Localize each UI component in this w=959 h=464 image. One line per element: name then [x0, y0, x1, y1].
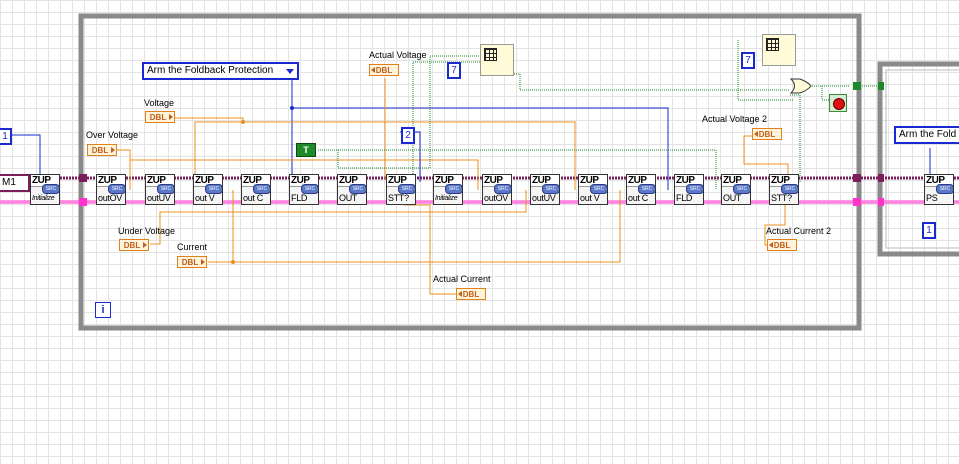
actual-voltage-2-indicator[interactable]: DBL	[752, 128, 782, 140]
foldback-enum-value: Arm the Foldback Protection	[147, 65, 274, 76]
array-icon	[484, 48, 497, 61]
subvi-name: outUV	[532, 193, 556, 203]
subvi-name: STT?	[771, 193, 792, 203]
subvi-tag: SRC	[445, 184, 462, 194]
foldback-enum-constant[interactable]: Arm the Foldback Protection	[142, 62, 299, 80]
under-voltage-control[interactable]: DBL	[119, 239, 149, 251]
subvi-tag: SRC	[108, 184, 125, 194]
subvi-tag: SRC	[349, 184, 366, 194]
subvi-tag: SRC	[686, 184, 703, 194]
subvi-name: out C	[628, 193, 649, 203]
current-label: Current	[177, 242, 208, 252]
subvi-name: STT?	[388, 193, 409, 203]
build-array-node-b[interactable]	[762, 34, 796, 66]
boolean-true-constant[interactable]: T	[296, 143, 316, 157]
subvi-name: FLD	[676, 193, 693, 203]
resource-constant-value: M1	[2, 177, 16, 188]
actual-current-2-label: Actual Current 2	[766, 226, 832, 236]
subvi-name: FLD	[291, 193, 308, 203]
subvi-tag: SRC	[253, 184, 270, 194]
while-loop-frame	[78, 13, 862, 331]
subvi-tag: SRC	[494, 184, 511, 194]
subvi-name: outOV	[484, 193, 509, 203]
subvi-name: outOV	[98, 193, 123, 203]
numeric-constant-7-a[interactable]: 7	[447, 62, 461, 79]
subvi-tag: SRC	[638, 184, 655, 194]
stop-icon	[833, 98, 845, 110]
actual-current-label: Actual Current	[433, 274, 491, 284]
actual-current-2-indicator[interactable]: DBL	[767, 239, 797, 251]
subvi-tag: SRC	[398, 184, 415, 194]
over-voltage-control[interactable]: DBL	[87, 144, 117, 156]
subvi-name: Initialize	[32, 195, 55, 202]
resource-constant[interactable]: M1	[0, 174, 30, 192]
subvi-name: out V	[195, 193, 215, 203]
subvi-tag: SRC	[301, 184, 318, 194]
actual-voltage-2-label: Actual Voltage 2	[702, 114, 768, 124]
subvi-tag: SRC	[42, 184, 59, 194]
voltage-control[interactable]: DBL	[145, 111, 175, 123]
subvi-name: out C	[243, 193, 264, 203]
subvi-tag: SRC	[205, 184, 222, 194]
subvi-tag: SRC	[590, 184, 607, 194]
subvi-tag: SRC	[733, 184, 750, 194]
array-icon	[766, 38, 779, 51]
foldback-enum-constant-right[interactable]: Arm the Fold	[894, 126, 959, 144]
dropdown-arrow-icon[interactable]	[286, 69, 294, 74]
subvi-name: OUT	[723, 193, 742, 203]
numeric-constant-7-b[interactable]: 7	[741, 52, 755, 69]
subvi-tag: SRC	[157, 184, 174, 194]
actual-voltage-indicator[interactable]: DBL	[369, 64, 399, 76]
iteration-terminal: i	[95, 302, 111, 318]
or-gate-icon[interactable]	[790, 78, 812, 94]
subvi-name: out V	[580, 193, 600, 203]
subvi-name: PS Add	[926, 193, 938, 203]
foldback-enum-value-right: Arm the Fold	[899, 129, 957, 140]
current-control[interactable]: DBL	[177, 256, 207, 268]
subvi-tag: SRC	[781, 184, 798, 194]
actual-voltage-label: Actual Voltage	[369, 50, 427, 60]
left-numeric-constant[interactable]: 1	[0, 128, 12, 145]
subvi-tag: SRC	[542, 184, 559, 194]
stop-button-terminal[interactable]	[829, 94, 847, 112]
numeric-constant-1-right[interactable]: 1	[922, 222, 936, 239]
subvi-name: outUV	[147, 193, 171, 203]
numeric-constant-2[interactable]: 2	[401, 127, 415, 144]
subvi-name: OUT	[339, 193, 358, 203]
subvi-tag: SRC	[936, 184, 953, 194]
build-array-node-a[interactable]	[480, 44, 514, 76]
under-voltage-label: Under Voltage	[118, 226, 176, 236]
over-voltage-label: Over Voltage	[86, 130, 139, 140]
subvi-name: Initialize	[435, 195, 458, 202]
sequence-frame	[877, 61, 959, 257]
actual-current-indicator[interactable]: DBL	[456, 288, 486, 300]
voltage-label: Voltage	[144, 98, 175, 108]
